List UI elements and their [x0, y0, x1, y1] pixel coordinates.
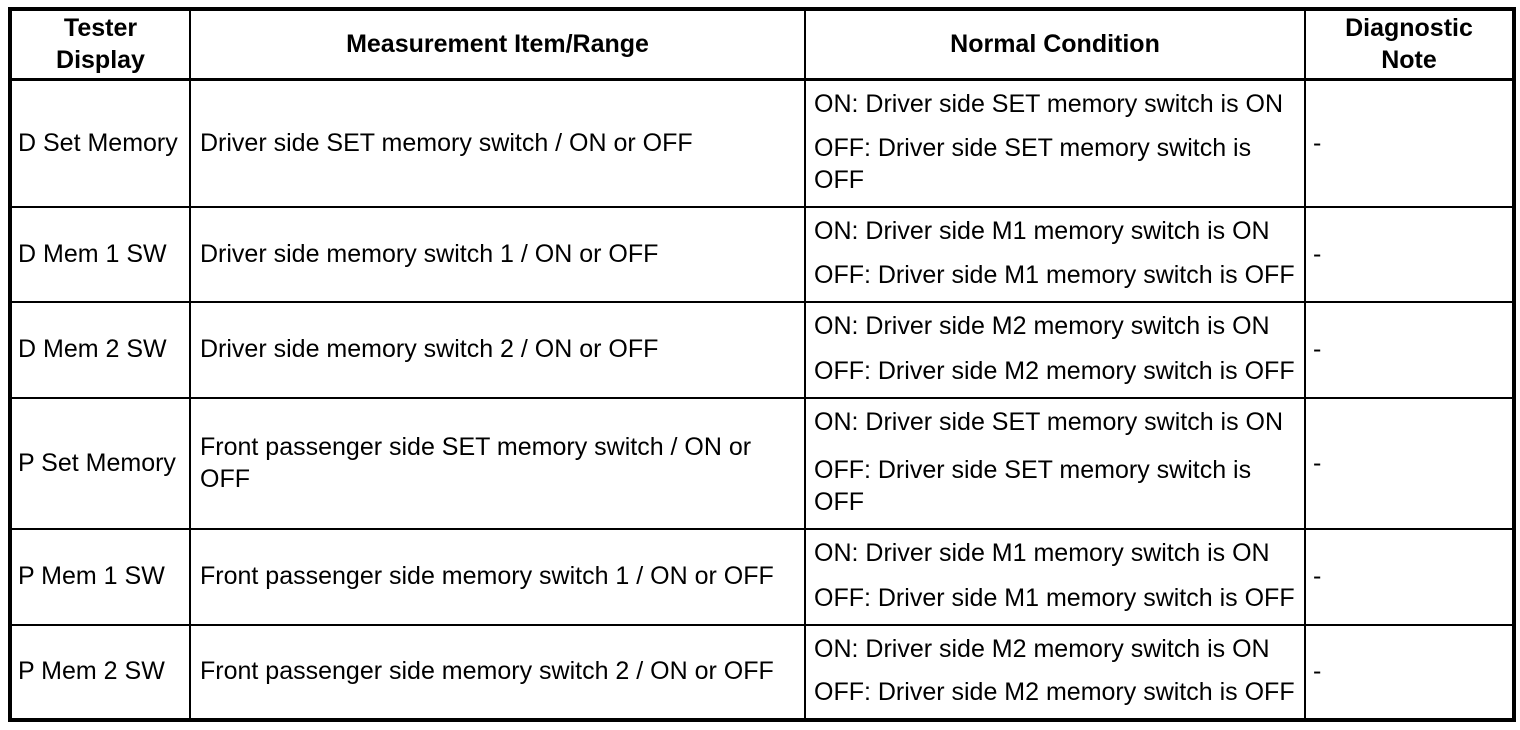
condition-text: ON: Driver side M2 memory switch is ON O…	[807, 304, 1303, 396]
measurement-cell: Front passenger side SET memory switch /…	[189, 396, 806, 530]
condition-text: ON: Driver side SET memory switch is ON …	[807, 82, 1303, 205]
measurement-cell: Driver side memory switch 2 / ON or OFF	[189, 300, 806, 399]
condition-text: ON: Driver side M1 memory switch is ON O…	[807, 531, 1303, 623]
tester-display-cell: P Mem 2 SW	[9, 623, 191, 721]
diagnostic-note-cell: -	[1304, 396, 1515, 530]
condition-on-line: ON: Driver side SET memory switch is ON	[814, 90, 1284, 118]
condition-off-line: OFF: Driver side M1 memory switch is OFF	[814, 261, 1295, 289]
diagnostic-note-cell: -	[1304, 527, 1515, 626]
normal-condition-cell: ON: Driver side M2 memory switch is ON O…	[804, 300, 1306, 399]
normal-condition-cell: ON: Driver side SET memory switch is ON …	[804, 396, 1306, 530]
tester-display-cell: P Set Memory	[9, 396, 191, 530]
condition-off-line: OFF: Driver side SET memory switch is OF…	[814, 455, 1252, 517]
tester-display-cell: P Mem 1 SW	[9, 527, 191, 626]
normal-condition-cell: ON: Driver side M2 memory switch is ON O…	[804, 623, 1306, 721]
diagnostic-note-cell: -	[1304, 205, 1515, 303]
condition-off-line: OFF: Driver side M1 memory switch is OFF	[814, 584, 1295, 612]
condition-off-line: OFF: Driver side M2 memory switch is OFF	[814, 357, 1295, 385]
normal-condition-cell: ON: Driver side SET memory switch is ON …	[804, 78, 1306, 208]
diagnostic-note-cell: -	[1304, 623, 1515, 721]
condition-text: ON: Driver side SET memory switch is ON …	[807, 400, 1303, 527]
tester-display-cell: D Set Memory	[9, 78, 191, 208]
column-header-tester-display: Tester Display	[9, 8, 191, 81]
table-row: D Set Memory Driver side SET memory swit…	[9, 78, 1515, 208]
condition-off-line: OFF: Driver side SET memory switch is OF…	[814, 133, 1252, 195]
diagnostic-note-cell: -	[1304, 78, 1515, 208]
condition-on-line: ON: Driver side M1 memory switch is ON	[814, 538, 1270, 567]
condition-on-line: ON: Driver side M2 memory switch is ON	[814, 634, 1270, 663]
diagnostic-note-cell: -	[1304, 300, 1515, 399]
condition-off-line: OFF: Driver side M2 memory switch is OFF	[814, 678, 1295, 706]
table-header: Tester Display Measurement Item/Range No…	[9, 8, 1515, 81]
column-header-measurement-item-range: Measurement Item/Range	[189, 8, 806, 81]
condition-on-line: ON: Driver side SET memory switch is ON	[814, 407, 1284, 436]
table-body: D Set Memory Driver side SET memory swit…	[9, 78, 1515, 721]
table-row: D Mem 2 SW Driver side memory switch 2 /…	[9, 300, 1515, 399]
column-header-normal-condition: Normal Condition	[804, 8, 1306, 81]
tester-display-cell: D Mem 2 SW	[9, 300, 191, 399]
table-row: P Mem 1 SW Front passenger side memory s…	[9, 527, 1515, 626]
condition-on-line: ON: Driver side M1 memory switch is ON	[814, 216, 1270, 245]
column-header-diagnostic-note: Diagnostic Note	[1304, 8, 1515, 81]
measurement-cell: Driver side memory switch 1 / ON or OFF	[189, 205, 806, 303]
measurement-cell: Front passenger side memory switch 2 / O…	[189, 623, 806, 721]
header-row: Tester Display Measurement Item/Range No…	[9, 8, 1515, 81]
table-row: P Set Memory Front passenger side SET me…	[9, 396, 1515, 530]
tester-display-cell: D Mem 1 SW	[9, 205, 191, 303]
measurement-cell: Driver side SET memory switch / ON or OF…	[189, 78, 806, 208]
table-row: D Mem 1 SW Driver side memory switch 1 /…	[9, 205, 1515, 303]
table-row: P Mem 2 SW Front passenger side memory s…	[9, 623, 1515, 721]
normal-condition-cell: ON: Driver side M1 memory switch is ON O…	[804, 527, 1306, 626]
normal-condition-cell: ON: Driver side M1 memory switch is ON O…	[804, 205, 1306, 303]
condition-text: ON: Driver side M2 memory switch is ON O…	[807, 627, 1303, 718]
condition-text: ON: Driver side M1 memory switch is ON O…	[807, 209, 1303, 300]
measurement-cell: Front passenger side memory switch 1 / O…	[189, 527, 806, 626]
data-list-table: Tester Display Measurement Item/Range No…	[8, 7, 1516, 722]
condition-on-line: ON: Driver side M2 memory switch is ON	[814, 311, 1270, 340]
